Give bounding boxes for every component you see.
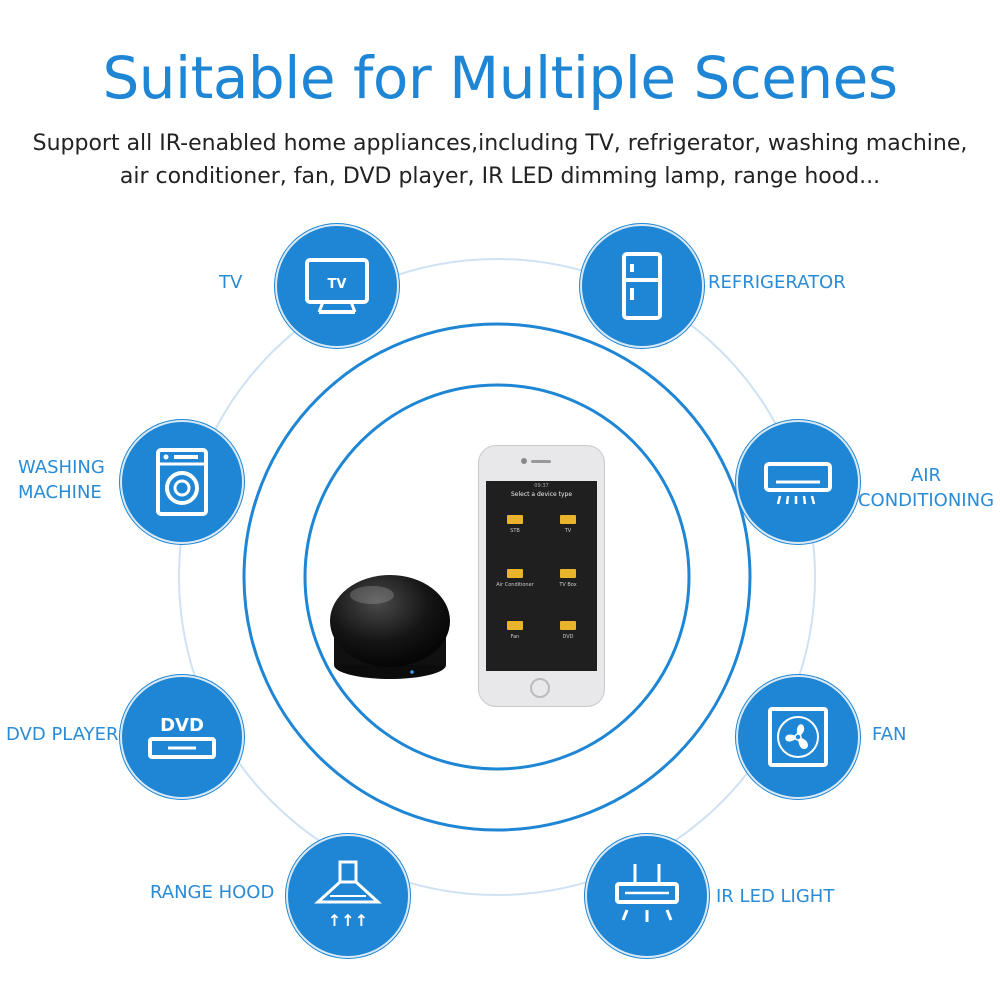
refrigerator-icon bbox=[622, 252, 662, 320]
phone-screen-title: Select a device type bbox=[510, 491, 573, 498]
refrigerator-label: REFRIGERATOR bbox=[708, 272, 846, 293]
phone-home-button bbox=[530, 678, 550, 698]
device-label: STB bbox=[510, 528, 520, 534]
dvd-player-label: DVD PLAYER bbox=[6, 724, 119, 745]
ac-small-icon bbox=[507, 569, 523, 578]
ir-led-light-label: IR LED LIGHT bbox=[716, 886, 835, 907]
fan-icon bbox=[768, 707, 828, 767]
device-option-air-conditioner[interactable]: Air Conditioner bbox=[489, 569, 541, 588]
fan-small-icon bbox=[507, 621, 523, 630]
device-option-tv-box[interactable]: TV Box bbox=[542, 569, 594, 588]
ir-hub-device bbox=[330, 575, 450, 679]
dvd-player-icon: DVD bbox=[148, 715, 216, 759]
air-conditioner-node bbox=[736, 420, 860, 544]
device-option-tv[interactable]: TV bbox=[542, 515, 594, 534]
smartphone: 09:37 Select a device type STB TV Air Co… bbox=[478, 445, 605, 707]
refrigerator-node bbox=[580, 224, 704, 348]
tv-small-icon bbox=[560, 515, 576, 524]
phone-status-time: 09:37 bbox=[534, 483, 549, 489]
tv-label: TV bbox=[219, 272, 243, 293]
phone-speaker bbox=[531, 460, 551, 463]
svg-text:↑↑↑: ↑↑↑ bbox=[328, 911, 368, 930]
washing-machine-label: WASHING MACHINE bbox=[18, 455, 105, 505]
device-option-stb[interactable]: STB bbox=[489, 515, 541, 534]
device-label: Air Conditioner bbox=[496, 582, 534, 588]
tv-icon: TV bbox=[305, 258, 369, 314]
washing-machine-label-line-2: MACHINE bbox=[18, 482, 102, 503]
phone-camera bbox=[521, 458, 527, 464]
device-label: DVD bbox=[562, 634, 574, 640]
headline: Suitable for Multiple Scenes bbox=[102, 44, 898, 112]
air-conditioning-label-line-2: CONDITIONING bbox=[857, 490, 995, 511]
fan-label: FAN bbox=[872, 724, 907, 745]
fan-node bbox=[736, 675, 860, 799]
dvd-small-icon bbox=[560, 621, 576, 630]
device-label: TV bbox=[564, 528, 572, 534]
washing-machine-node bbox=[120, 420, 244, 544]
dvd-player-node: DVD bbox=[120, 675, 244, 799]
hub-indicator-led bbox=[410, 670, 414, 674]
tv-node: TV bbox=[275, 224, 399, 348]
description-line-1: Support all IR-enabled home appliances,i… bbox=[32, 131, 968, 156]
description-line-2: air conditioner, fan, DVD player, IR LED… bbox=[119, 164, 881, 189]
air-conditioner-icon bbox=[764, 462, 832, 505]
svg-text:TV: TV bbox=[328, 277, 347, 292]
air-conditioning-label-line-1: AIR bbox=[910, 465, 942, 486]
range-hood-icon: ↑↑↑ bbox=[314, 860, 382, 930]
stb-icon bbox=[507, 515, 523, 524]
device-label: Fan bbox=[510, 634, 520, 640]
led-light-node bbox=[585, 834, 709, 958]
device-option-fan[interactable]: Fan bbox=[489, 621, 541, 640]
device-option-dvd[interactable]: DVD bbox=[542, 621, 594, 640]
air-conditioning-label: AIR CONDITIONING bbox=[856, 463, 996, 513]
tv-box-icon bbox=[560, 569, 576, 578]
washing-machine-label-line-1: WASHING bbox=[18, 457, 105, 478]
range-hood-node: ↑↑↑ bbox=[286, 834, 410, 958]
svg-text:DVD: DVD bbox=[160, 715, 204, 736]
phone-screen: 09:37 Select a device type STB TV Air Co… bbox=[486, 481, 597, 671]
led-light-icon bbox=[615, 864, 679, 922]
device-label: TV Box bbox=[559, 582, 577, 588]
range-hood-label: RANGE HOOD bbox=[150, 882, 275, 903]
washing-machine-icon bbox=[156, 448, 208, 516]
